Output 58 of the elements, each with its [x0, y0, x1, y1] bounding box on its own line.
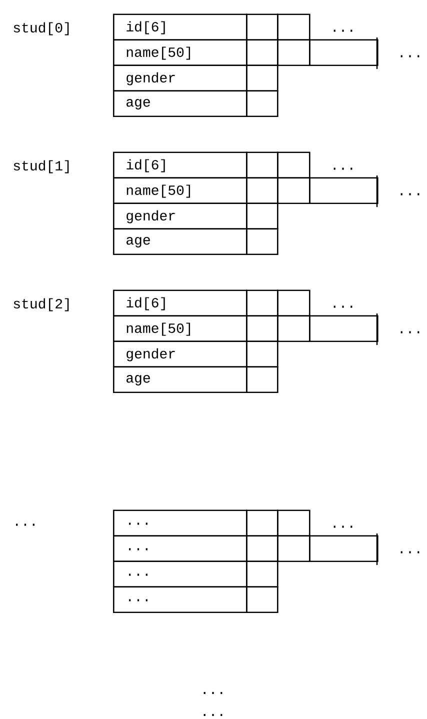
memory-cell	[246, 90, 278, 117]
ellipsis: ...	[400, 331, 420, 334]
memory-cell	[277, 535, 310, 562]
memory-cell	[246, 64, 278, 92]
memory-cell	[246, 152, 278, 178]
memory-cell	[309, 37, 378, 69]
memory-cell	[277, 315, 310, 342]
memory-cell	[309, 176, 378, 207]
memory-cell	[277, 510, 310, 536]
field-cell: ...	[113, 535, 248, 562]
memory-cell	[277, 177, 310, 204]
memory-cell	[246, 510, 278, 536]
field-cell: gender	[113, 202, 248, 230]
ellipsis: ...	[400, 193, 420, 196]
variable-name: stud[0]	[14, 22, 69, 36]
field-cell: id[6]	[113, 14, 248, 40]
memory-cell	[277, 14, 310, 40]
ellipsis: ...	[334, 526, 352, 528]
memory-cell	[277, 290, 310, 316]
memory-cell	[246, 315, 278, 342]
memory-cell	[246, 560, 278, 588]
memory-cell	[309, 534, 378, 565]
memory-cell	[246, 340, 278, 368]
field-cell: id[6]	[113, 290, 248, 316]
field-cell: name[50]	[113, 39, 248, 66]
memory-cell	[246, 290, 278, 316]
memory-cell	[246, 535, 278, 562]
memory-cell	[246, 202, 278, 230]
field-cell: name[50]	[113, 315, 248, 342]
ellipsis: ...	[400, 551, 420, 554]
field-cell: name[50]	[113, 177, 248, 204]
ellipsis: ...	[334, 168, 352, 170]
memory-cell	[246, 586, 278, 613]
memory-cell	[246, 39, 278, 66]
ellipsis: ...	[334, 306, 352, 308]
memory-cell	[277, 152, 310, 178]
field-cell: gender	[113, 64, 248, 92]
ellipsis: ...	[334, 30, 352, 32]
memory-cell	[246, 228, 278, 255]
field-cell: age	[113, 90, 248, 117]
memory-cell	[246, 177, 278, 204]
variable-name: stud[1]	[14, 160, 69, 174]
field-cell: age	[113, 228, 248, 255]
field-cell: age	[113, 366, 248, 393]
field-cell: ...	[113, 560, 248, 588]
variable-name: ...	[16, 524, 34, 526]
field-cell: id[6]	[113, 152, 248, 178]
field-cell: ...	[113, 586, 248, 613]
field-cell: gender	[113, 340, 248, 368]
memory-cell	[309, 314, 378, 345]
memory-cell	[277, 39, 310, 66]
field-cell: ...	[113, 510, 248, 536]
memory-cell	[246, 14, 278, 40]
ellipsis: ...	[204, 692, 222, 694]
memory-cell	[246, 366, 278, 393]
variable-name: stud[2]	[14, 298, 69, 312]
ellipsis: ...	[400, 55, 420, 58]
ellipsis: ...	[204, 714, 222, 716]
